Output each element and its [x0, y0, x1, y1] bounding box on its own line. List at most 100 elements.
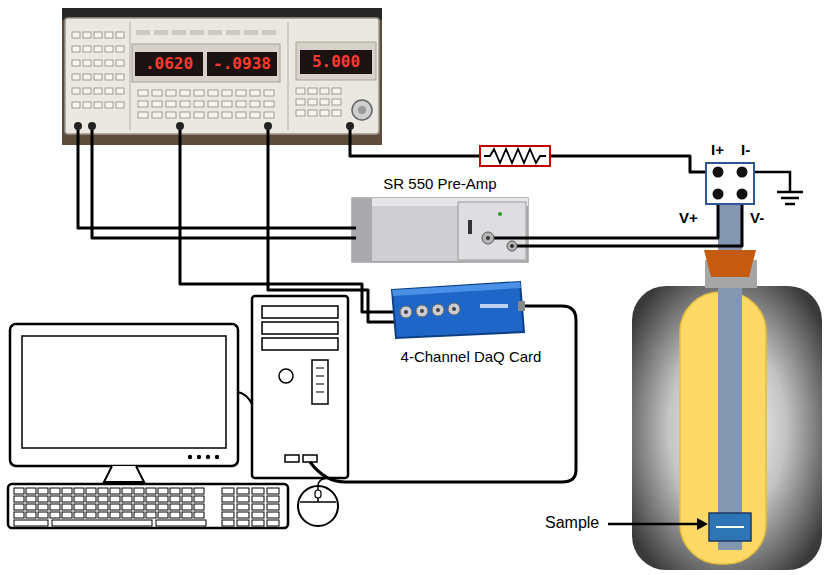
keyboard-keys-part	[252, 512, 264, 518]
current-source-instrument-picture-part	[308, 110, 317, 116]
keyboard-keys-part	[182, 488, 192, 494]
display-reading: -.0938	[207, 52, 277, 76]
current-source-instrument-picture-part	[222, 90, 232, 96]
current-source-instrument-picture-part	[194, 112, 204, 118]
sample-chip-part	[716, 526, 744, 528]
current-source-instrument-picture-part	[244, 30, 258, 35]
current-source-instrument-picture-part	[308, 88, 317, 94]
keyboard-keys-part	[14, 512, 24, 518]
daq-card-device-picture-part	[392, 282, 524, 338]
current-source-instrument-picture-part	[332, 110, 341, 116]
keyboard-keys-part	[170, 488, 180, 494]
current-source-instrument-picture-part	[83, 46, 91, 52]
keyboard-keys-part	[146, 496, 156, 502]
keyboard-keys-part	[74, 504, 84, 510]
display-reading: 5.000	[300, 50, 372, 74]
current-source-instrument-picture-part	[116, 102, 124, 108]
current-source-instrument-picture-part	[72, 88, 80, 94]
keyboard-keys-part	[26, 488, 36, 494]
keyboard-keys-part	[267, 512, 279, 518]
current-source-instrument-picture-part	[116, 46, 124, 52]
current-source-instrument-picture-part	[320, 99, 329, 105]
keyboard-keys-part	[156, 520, 206, 526]
keyboard-keys-part	[267, 504, 279, 510]
keyboard-keys-part	[222, 488, 234, 494]
terminal-box-picture-part	[713, 167, 724, 178]
daq-card-device-picture-part	[480, 304, 508, 308]
current-source-instrument-picture-part	[138, 101, 148, 107]
keyboard-keys-part	[267, 520, 279, 526]
current-source-instrument-picture-part	[208, 112, 218, 118]
current-source-instrument-picture-part	[320, 110, 329, 116]
current-source-instrument-picture-part	[172, 30, 186, 35]
current-source-instrument-picture-part	[194, 90, 204, 96]
computer-part	[104, 466, 144, 482]
current-source-instrument-picture-part	[132, 44, 280, 82]
daq-card-device-picture-part	[400, 306, 412, 318]
keyboard-keys-part	[110, 488, 120, 494]
current-source-instrument-picture-part	[332, 99, 341, 105]
keyboard-keys-part	[50, 512, 60, 518]
keyboard-keys-part	[182, 504, 192, 510]
keyboard-keys-part	[267, 496, 279, 502]
keyboard-keys-part	[74, 488, 84, 494]
computer-part	[188, 455, 192, 459]
keyboard-keys-part	[170, 512, 180, 518]
current-source-instrument-picture-part	[262, 30, 276, 35]
current-source-instrument-picture-part	[250, 112, 260, 118]
current-source-instrument-picture-part	[264, 101, 274, 107]
keyboard-keys-part	[252, 488, 264, 494]
keyboard-keys-part	[110, 496, 120, 502]
computer-part	[316, 384, 324, 385]
ground-symbol-part	[785, 203, 795, 206]
current-source-instrument-picture-part	[296, 88, 305, 94]
current-source-instrument-picture-part	[226, 30, 240, 35]
sample-chip	[709, 513, 751, 541]
current-source-instrument-picture-part	[105, 60, 113, 66]
current-source-instrument-picture-part	[135, 52, 203, 76]
sample-leader-arrow-part	[608, 523, 699, 526]
keyboard-keys-part	[26, 512, 36, 518]
keyboard-keys	[14, 488, 279, 526]
current-source-instrument-picture-part	[72, 46, 80, 52]
computer-part	[8, 484, 288, 528]
preamp-device-picture-part	[486, 236, 490, 240]
current-source-instrument-picture-part	[222, 112, 232, 118]
current-source-instrument-picture-part	[296, 99, 305, 105]
current-source-instrument-picture-part	[94, 88, 102, 94]
current-source-instrument-picture-part	[194, 101, 204, 107]
computer-part	[206, 455, 210, 459]
keyboard-keys-part	[252, 520, 264, 526]
keyboard-keys-part	[194, 496, 204, 502]
current-source-instrument-picture-part	[62, 8, 382, 145]
keyboard-keys-part	[194, 512, 204, 518]
keyboard-keys-part	[98, 488, 108, 494]
keyboard-keys-part	[146, 488, 156, 494]
current-source-instrument-picture-part	[130, 22, 131, 130]
terminal-box-picture-part	[706, 163, 754, 204]
current-source-instrument-picture-part	[236, 112, 246, 118]
preamp-device-picture-part	[517, 245, 530, 248]
current-source-instrument-picture-part	[136, 30, 150, 35]
current-source-instrument-picture-part	[105, 74, 113, 80]
keyboard-keys-part	[52, 520, 152, 526]
preamp-device-picture-part	[352, 198, 528, 262]
terminal-label: I+	[711, 141, 724, 158]
preamp-device-picture-part	[352, 198, 372, 262]
keyboard-keys-part	[134, 488, 144, 494]
computer-part	[215, 455, 219, 459]
keyboard-keys-part	[158, 512, 168, 518]
current-source-instrument-picture-part	[65, 18, 379, 134]
current-source-instrument-picture-part	[116, 74, 124, 80]
keyboard-keys-part	[14, 504, 24, 510]
preamp-device-picture-part	[458, 202, 526, 260]
current-source-instrument-picture-part	[222, 101, 232, 107]
terminal-label: V+	[679, 209, 698, 226]
current-source-instrument-picture-part	[72, 102, 80, 108]
daq-card-device-picture-part	[448, 303, 460, 315]
computer-part	[279, 369, 293, 383]
current-source-instrument-picture-part	[116, 60, 124, 66]
computer-part	[197, 455, 201, 459]
keyboard-keys-part	[158, 488, 168, 494]
